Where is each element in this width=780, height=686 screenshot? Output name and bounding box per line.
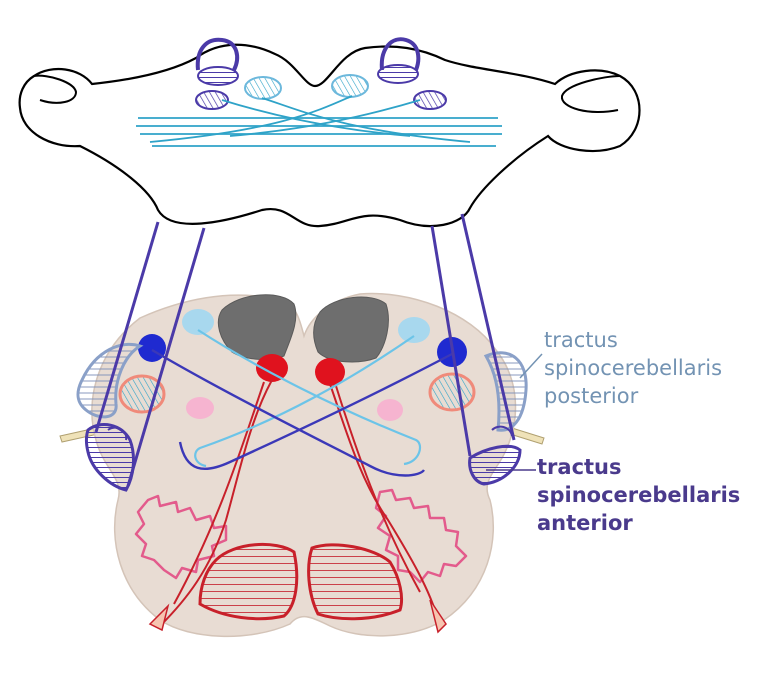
left-pink-folds: [134, 494, 228, 580]
right-red-root: [429, 599, 447, 634]
left-nucleus-hatched: [197, 66, 239, 86]
right-salmon-oval: [428, 372, 476, 412]
right-pale-pink-nucleus: [377, 399, 403, 421]
right-light-blue-nucleus: [398, 317, 430, 343]
anterior-label-line-3: anterior: [537, 511, 633, 535]
right-nerve-root: [509, 427, 545, 445]
posterior-label-pointer: [519, 353, 543, 379]
label-tractus-spinocerebellaris-anterior: tractus spinocerebellaris anterior: [537, 453, 740, 537]
left-red-root: [148, 603, 170, 632]
left-outer-tract-line: [94, 221, 160, 433]
anterior-label-line-2: spinocerebellaris: [537, 483, 741, 507]
label-tractus-spinocerebellaris-posterior: tractus spinocerebellaris posterior: [544, 326, 722, 410]
left-light-blue-nucleus: [182, 309, 214, 335]
right-red-nucleus: [315, 358, 345, 386]
left-peduncle-loop: [195, 37, 240, 71]
posterior-label-line-2: spinocerebellaris: [544, 356, 723, 380]
right-inner-tract-line: [430, 225, 472, 457]
anterior-label-line-1: tractus: [537, 455, 622, 479]
left-dark-blue-nucleus: [138, 334, 166, 362]
cerebellum-outline: [18, 43, 641, 228]
ascending-tracts: [94, 213, 516, 487]
posterior-label-line-3: posterior: [544, 384, 639, 408]
left-anterior-hook: [107, 426, 128, 441]
cerebellar-fibers: [136, 95, 502, 147]
left-lower-dark-oval: [195, 90, 229, 110]
anterior-crossing-fibers: [151, 348, 453, 477]
right-posterior-tract: [483, 351, 528, 432]
right-lower-dark-oval: [413, 90, 447, 110]
cerebellum-section: [18, 37, 641, 228]
right-pink-folds: [374, 488, 468, 584]
right-grey-matter: [313, 296, 389, 363]
right-inner-blue-oval: [331, 74, 369, 98]
left-inner-blue-oval: [244, 76, 282, 100]
right-lobe-curve: [561, 75, 621, 114]
left-red-nucleus: [256, 354, 288, 382]
posterior-label-line-1: tractus: [544, 328, 618, 352]
posterior-crossing-fibers: [194, 329, 422, 468]
right-anterior-tract: [468, 444, 522, 486]
cord-tissue: [91, 292, 517, 637]
right-pyramid: [307, 543, 404, 621]
left-lobe-curve: [33, 74, 78, 104]
left-pale-pink-nucleus: [186, 397, 214, 419]
left-pyramid: [198, 542, 299, 621]
left-grey-matter: [217, 294, 297, 360]
right-nucleus-hatched: [377, 64, 419, 84]
right-outer-tract-line: [460, 213, 516, 441]
right-peduncle-loop: [379, 37, 421, 71]
left-inner-tract-line: [126, 227, 206, 487]
spinal-cord-section: [59, 292, 545, 637]
